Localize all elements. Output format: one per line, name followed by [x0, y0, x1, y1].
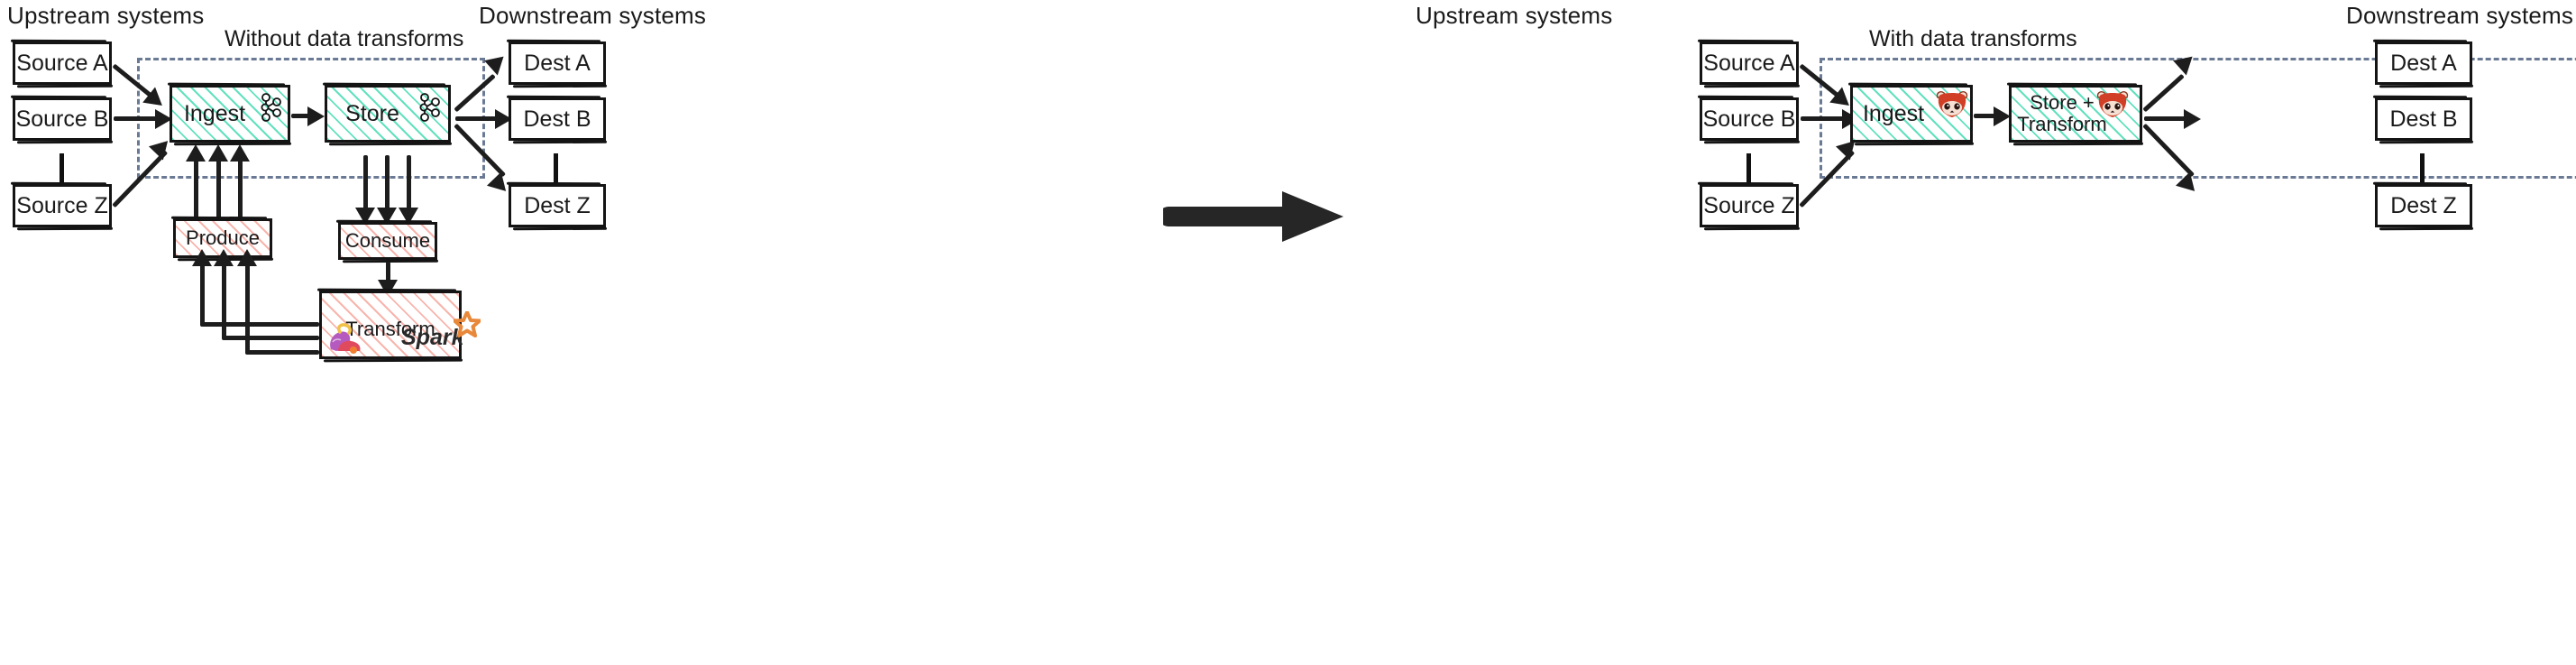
arrowhead-feedback-1	[237, 249, 257, 266]
arrowhead-source-b	[155, 109, 172, 129]
edge-produce-ingest-1	[194, 155, 198, 220]
source-box-a[interactable]: Source A	[13, 42, 112, 85]
edge-transform-produce-3v	[200, 260, 205, 326]
dest-box-b[interactable]: Dest B	[2375, 97, 2472, 141]
arrowhead-ingest-store	[1994, 106, 2011, 126]
arrowhead-produce-3	[230, 144, 250, 162]
right-upstream-label: Upstream systems	[1416, 2, 1613, 29]
source-box-z[interactable]: Source Z	[13, 184, 112, 227]
kafka-icon	[419, 93, 440, 122]
spark-star-icon	[454, 311, 481, 337]
edge-transform-produce-1h	[245, 350, 319, 355]
edge-transform-produce-2v	[222, 260, 226, 339]
flink-icon	[330, 323, 361, 354]
edge-ingest-to-store-transform	[1974, 114, 1995, 118]
edge-store-consume-1	[363, 155, 368, 211]
left-upstream-label: Upstream systems	[7, 2, 205, 29]
right-panel-title: With data transforms	[1869, 26, 2077, 51]
source-box-b[interactable]: Source B	[1700, 97, 1799, 141]
dest-box-b[interactable]: Dest B	[509, 97, 606, 141]
redpanda-icon	[1936, 91, 1968, 117]
sources-ellipsis-dots	[60, 153, 64, 189]
arrowhead-produce-1	[186, 144, 206, 162]
sources-ellipsis-dots	[1746, 153, 1751, 189]
dest-box-a[interactable]: Dest A	[509, 42, 606, 85]
dest-box-z[interactable]: Dest Z	[509, 184, 606, 227]
store-box[interactable]: Store	[325, 85, 451, 143]
dest-box-z[interactable]: Dest Z	[2375, 184, 2472, 227]
source-box-b[interactable]: Source B	[13, 97, 112, 141]
edge-source-b-to-ingest	[1801, 116, 1844, 121]
edge-ingest-to-store	[291, 114, 309, 118]
spark-icon: Spark	[401, 325, 464, 350]
arrowhead-feedback-3	[192, 249, 212, 266]
consume-box[interactable]: Consume	[338, 222, 437, 260]
source-box-z[interactable]: Source Z	[1700, 184, 1799, 227]
edge-consume-to-transform	[386, 262, 390, 283]
edge-store-to-dest-b	[455, 116, 497, 121]
edge-store-to-dest-b	[2144, 116, 2186, 121]
arrowhead-produce-2	[208, 144, 228, 162]
edge-transform-produce-2h	[222, 336, 319, 340]
arrowhead-feedback-2	[214, 249, 234, 266]
arrowhead-dest-a	[484, 49, 510, 76]
edge-source-b-to-ingest	[114, 116, 157, 121]
dests-ellipsis-dots	[554, 153, 558, 189]
edge-transform-produce-3h	[200, 322, 319, 327]
edge-store-consume-2	[385, 155, 390, 211]
edge-produce-ingest-2	[216, 155, 221, 220]
source-box-a[interactable]: Source A	[1700, 42, 1799, 85]
dest-box-a[interactable]: Dest A	[2375, 42, 2472, 85]
arrowhead-ingest-store	[307, 106, 325, 126]
edge-produce-ingest-3	[238, 155, 243, 220]
right-downstream-label: Downstream systems	[2346, 2, 2574, 29]
edge-transform-produce-1v	[245, 260, 250, 354]
kafka-icon	[261, 93, 281, 122]
dests-ellipsis-dots	[2420, 153, 2425, 189]
arrowhead-dest-b	[2184, 109, 2201, 129]
redpanda-icon	[2096, 91, 2129, 117]
left-downstream-label: Downstream systems	[479, 2, 707, 29]
left-panel-title: Without data transforms	[225, 26, 464, 51]
ingest-box[interactable]: Ingest	[170, 85, 290, 143]
transition-arrow-icon	[1163, 191, 1343, 242]
edge-store-consume-3	[407, 155, 411, 211]
